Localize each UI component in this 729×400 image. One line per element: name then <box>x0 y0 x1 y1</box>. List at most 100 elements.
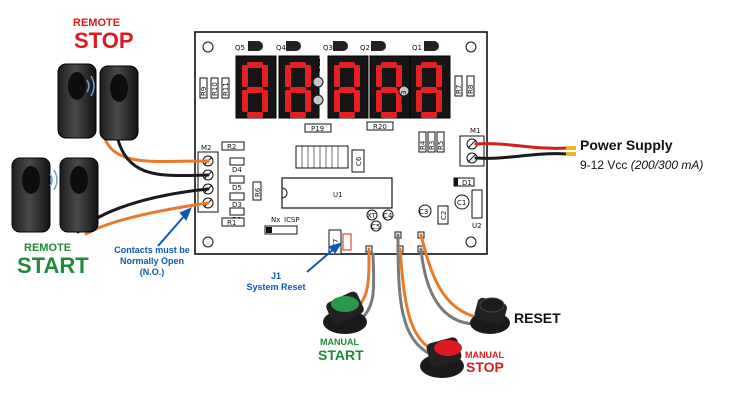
resistor-bank <box>295 145 349 169</box>
contacts-note-line2: Normally Open <box>119 256 184 266</box>
segment <box>334 90 340 112</box>
svg-text:R2: R2 <box>227 143 236 151</box>
svg-text:C5: C5 <box>371 223 380 231</box>
svg-text:R3: R3 <box>428 141 436 150</box>
segment <box>334 65 340 87</box>
svg-text:C2: C2 <box>440 211 448 220</box>
segment <box>339 62 355 68</box>
segment <box>436 90 442 112</box>
transistor-row: Q5 Q4 Q3 Q2 Q1 <box>235 41 439 52</box>
segment <box>421 87 437 93</box>
segment <box>416 90 422 112</box>
digit-1 <box>235 55 277 119</box>
remote-stop-label: STOP <box>74 28 134 53</box>
segment <box>376 90 382 112</box>
transistor-q3: Q3 <box>323 41 348 52</box>
svg-text:R8: R8 <box>467 85 475 94</box>
svg-text:R10: R10 <box>211 82 219 96</box>
remote-stop-label-small: REMOTE <box>73 17 121 29</box>
transistor-q1: Q1 <box>412 41 439 52</box>
svg-text:R4: R4 <box>419 140 427 150</box>
main-ic: U1 <box>281 177 393 209</box>
svg-text:Q2: Q2 <box>360 44 370 52</box>
segment <box>290 62 306 68</box>
manual-stop-label: STOP <box>466 359 504 375</box>
svg-text:R9: R9 <box>200 87 208 96</box>
svg-text:D3: D3 <box>232 201 242 209</box>
oscillator-section: XT C4 C5 C3 <box>366 204 432 232</box>
svg-text:Q4: Q4 <box>276 44 287 52</box>
segment <box>242 65 248 87</box>
left-parts: R2 D4 D5 D3 D2 R1 R6 <box>221 141 262 227</box>
svg-text:C7: C7 <box>332 239 340 248</box>
board-chips: P19 R20 C6 <box>304 121 394 173</box>
segment <box>262 65 268 87</box>
seven-segment-display <box>235 55 451 119</box>
digit-4 <box>369 55 411 119</box>
digit-2 <box>278 55 320 119</box>
manual-start-label-small: MANUAL <box>320 337 359 347</box>
svg-text:U1: U1 <box>333 191 343 199</box>
svg-text:M2: M2 <box>201 144 212 152</box>
svg-text:R1: R1 <box>227 219 236 227</box>
segment <box>381 87 397 93</box>
svg-text:Q3: Q3 <box>323 44 333 52</box>
transistor-q4: Q4 <box>276 41 301 52</box>
svg-text:Q1: Q1 <box>412 44 422 52</box>
svg-text:D4: D4 <box>232 166 242 174</box>
reset-label: RESET <box>514 310 561 326</box>
segment <box>354 90 360 112</box>
segment <box>381 112 397 118</box>
segment <box>381 62 397 68</box>
segment <box>247 62 263 68</box>
contacts-note-line3: (N.O.) <box>139 267 165 277</box>
segment <box>339 112 355 118</box>
segment <box>305 65 311 87</box>
annotation-arrows <box>157 207 343 273</box>
svg-text:C3: C3 <box>419 208 428 216</box>
segment <box>242 90 248 112</box>
segment <box>421 62 437 68</box>
j1-note-line1: J1 <box>270 271 281 281</box>
led-indicators: DL1 DL3 <box>312 58 410 106</box>
svg-text:DL1: DL1 <box>314 58 322 72</box>
segment <box>376 65 382 87</box>
manual-stop-label-small: MANUAL <box>465 350 504 360</box>
segment <box>396 65 402 87</box>
power-voltage: 9-12 Vcc <box>580 158 628 172</box>
power-current: (200/300 mA) <box>630 158 704 172</box>
svg-text:ICSP: ICSP <box>284 216 300 224</box>
remote-stop-transmitters <box>57 63 139 141</box>
segment <box>262 90 268 112</box>
reset-button <box>470 297 510 334</box>
segment <box>285 65 291 87</box>
remote-start-label-small: REMOTE <box>24 242 72 254</box>
segment <box>305 90 311 112</box>
resistors-right: R7 R8 <box>454 75 475 97</box>
segment <box>247 87 263 93</box>
segment <box>290 112 306 118</box>
svg-text:R6: R6 <box>254 187 262 197</box>
resistors-left: R9 R10 R11 <box>199 77 230 99</box>
segment <box>436 65 442 87</box>
svg-text:C1: C1 <box>457 199 466 207</box>
svg-text:U2: U2 <box>472 222 482 230</box>
resistor-bank-right: R4 R3 R5 <box>418 131 445 153</box>
svg-text:M1: M1 <box>470 127 481 135</box>
contacts-note-line1: Contacts must be <box>114 245 190 255</box>
segment <box>416 65 422 87</box>
svg-text:C4: C4 <box>383 212 393 220</box>
power-connector <box>566 146 576 156</box>
remote-start-label: START <box>17 253 89 278</box>
svg-text:DL3: DL3 <box>400 90 408 104</box>
svg-text:C6: C6 <box>355 156 363 166</box>
j1-note-line2: System Reset <box>246 282 306 292</box>
power-supply-spec: 9-12 Vcc (200/300 mA) <box>580 158 703 172</box>
segment <box>339 87 355 93</box>
manual-stop-button <box>420 337 464 378</box>
terminal-m2: M2 <box>197 144 219 213</box>
segment <box>421 112 437 118</box>
segment <box>247 112 263 118</box>
manual-start-button <box>323 291 367 334</box>
